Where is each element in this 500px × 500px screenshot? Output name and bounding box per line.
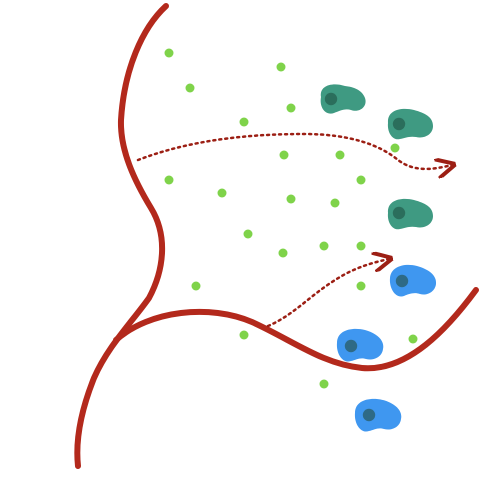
blue-cell xyxy=(354,398,402,432)
green-dot xyxy=(286,103,296,113)
green-dot xyxy=(239,330,249,340)
green-dot xyxy=(356,241,366,251)
green-dot xyxy=(164,48,174,58)
green-dot xyxy=(279,150,289,160)
green-dot xyxy=(330,198,340,208)
green-dot xyxy=(319,379,329,389)
green-dot xyxy=(390,143,400,153)
green-dot xyxy=(408,334,418,344)
green-dot xyxy=(335,150,345,160)
green-dot xyxy=(276,62,286,72)
blue-cell xyxy=(336,328,384,362)
green-dot xyxy=(185,83,195,93)
green-dot xyxy=(191,281,201,291)
green-cell xyxy=(387,108,433,140)
green-dot xyxy=(286,194,296,204)
main-curved-vessel xyxy=(74,3,169,469)
green-dot xyxy=(319,241,329,251)
green-dot xyxy=(278,248,288,258)
blue-cell xyxy=(389,264,437,297)
green-cell xyxy=(320,84,366,114)
green-cell xyxy=(387,198,433,230)
green-dot xyxy=(217,188,227,198)
green-dot xyxy=(356,175,366,185)
green-dot xyxy=(239,117,249,127)
green-dot xyxy=(164,175,174,185)
upper-flow-arrow xyxy=(136,132,452,169)
lower-flow-arrow xyxy=(266,259,389,328)
green-dot xyxy=(356,281,366,291)
green-dot xyxy=(243,229,253,239)
branch-vessel xyxy=(113,287,479,372)
